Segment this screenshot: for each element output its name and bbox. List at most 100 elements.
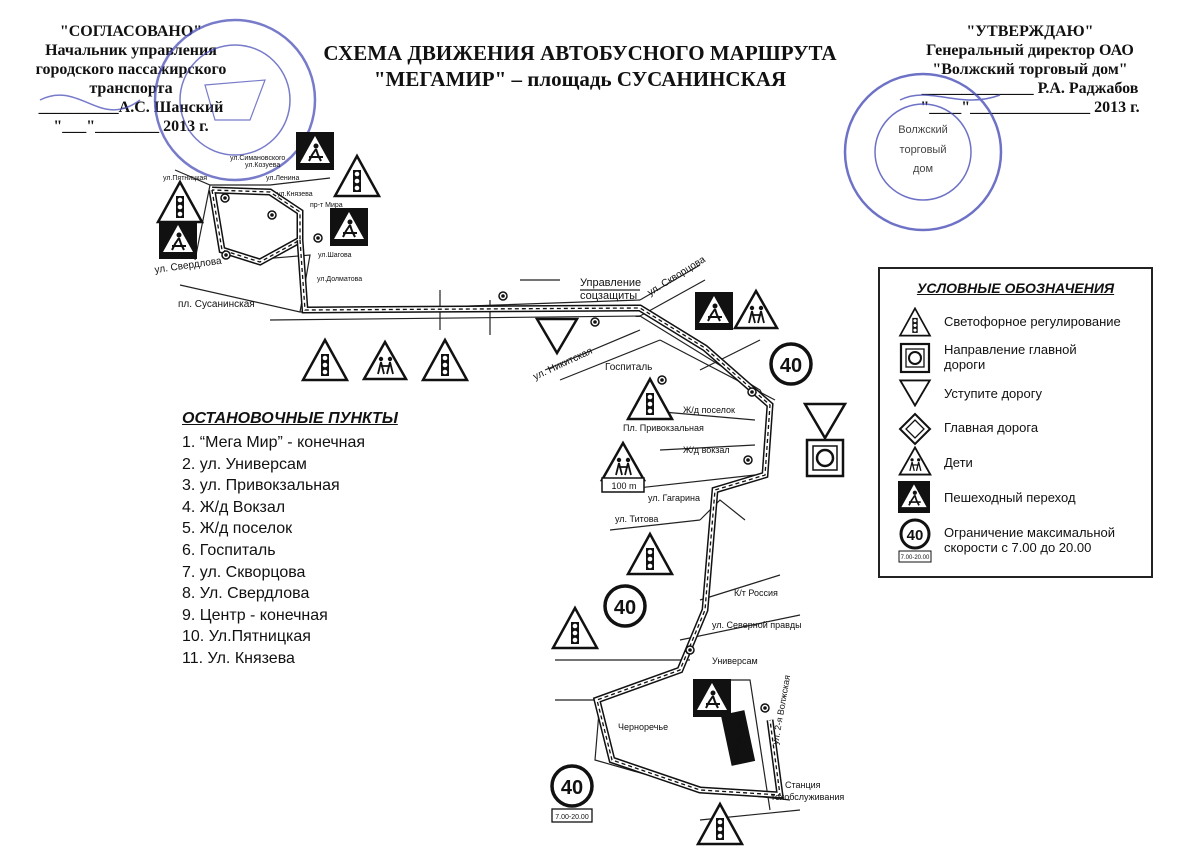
stop-item: 10. Ул.Пятницкая xyxy=(182,628,311,646)
approval-left-line3: транспорта xyxy=(89,80,173,97)
street-label: ул.Козуева xyxy=(245,162,280,169)
children-sign-with-plate: 100 m xyxy=(600,441,646,493)
stamp-right-word3: дом xyxy=(913,163,933,175)
children-sign-icon xyxy=(733,289,779,330)
pedestrian-crossing-sign-icon xyxy=(694,291,734,331)
street-label: соцзащиты xyxy=(580,290,637,302)
approval-right: "УТВЕРЖДАЮ" Генеральный директор ОАО "Во… xyxy=(880,22,1180,117)
yield-sign-icon xyxy=(535,317,579,355)
speed-limit-sign-icon: 40 xyxy=(603,584,647,628)
approval-right-date: "____"_______________ 2013 г. xyxy=(920,99,1140,116)
approval-left-sign: __________А.С. Шанский xyxy=(38,99,224,116)
stamp-right-word1: Волжский xyxy=(898,124,948,136)
main-road-direction-icon xyxy=(805,438,845,478)
stop-item: 3. ул. Привокзальная xyxy=(182,477,340,495)
pedestrian-crossing-sign-icon xyxy=(158,220,198,260)
stops-list: ОСТАНОВОЧНЫЕ ПУНКТЫ 1. “Мега Мир” - коне… xyxy=(182,410,442,670)
traffic-light-sign-icon xyxy=(301,338,349,382)
stops-heading: ОСТАНОВОЧНЫЕ ПУНКТЫ xyxy=(182,410,398,427)
speed-limit-sign-with-plate: 40 7.00-20.00 xyxy=(550,764,594,823)
legend-text: Светофорное регулирование xyxy=(944,314,1121,329)
stop-marker xyxy=(685,645,695,655)
speed-value: 40 xyxy=(614,597,636,619)
pedestrian-crossing-sign-icon xyxy=(898,481,930,513)
approval-left-heading: "СОГЛАСОВАНО" xyxy=(59,23,203,40)
map-title: СХЕМА ДВИЖЕНИЯ АВТОБУСНОГО МАРШРУТА "МЕГ… xyxy=(285,40,875,92)
street-label: ул.Ленина xyxy=(266,175,300,182)
speed-limit-sign-icon: 40 7.00-20.00 xyxy=(898,518,932,563)
street-label: Универсам xyxy=(712,656,758,666)
approval-right-line2: "Волжский торговый дом" xyxy=(932,61,1128,78)
stop-marker xyxy=(590,317,600,327)
stop-marker xyxy=(657,375,667,385)
stop-item: 6. Госпиталь xyxy=(182,541,276,559)
approval-right-line1: Генеральный директор ОАО xyxy=(926,42,1134,59)
legend-heading: УСЛОВНЫЕ ОБОЗНАЧЕНИЯ xyxy=(916,280,1115,296)
approval-left-date: "___"________ 2013 г. xyxy=(53,118,209,135)
plate-text: 100 m xyxy=(611,481,636,491)
street-label: ул. Никитская xyxy=(532,346,595,383)
street-label: Станция xyxy=(785,780,821,790)
speed-value: 40 xyxy=(780,355,802,377)
street-label: Ж/д вокзал xyxy=(683,445,730,455)
stop-item: 11. Ул. Князева xyxy=(182,649,295,667)
stop-item: 8. Ул. Свердлова xyxy=(182,585,310,603)
traffic-light-sign-icon xyxy=(421,338,469,382)
street-label: Черноречье xyxy=(618,722,668,732)
street-label: техобслуживания xyxy=(771,792,844,802)
street-label: ул.Князева xyxy=(277,191,313,198)
pedestrian-crossing-sign-icon xyxy=(329,207,369,247)
stop-marker xyxy=(760,703,770,713)
children-sign-icon xyxy=(362,340,408,381)
street-label: Госпиталь xyxy=(605,362,652,373)
speed-time: 7.00-20.00 xyxy=(555,814,589,821)
megamir-building: МЕГАМИР xyxy=(720,710,756,766)
legend-text: Дети xyxy=(944,455,973,470)
street-label: ул.Долматова xyxy=(317,276,362,283)
stop-marker xyxy=(220,193,230,203)
traffic-light-sign-icon xyxy=(551,606,599,650)
approval-left-line2: городского пассажирского xyxy=(35,61,227,78)
stop-item: 4. Ж/д Вокзал xyxy=(182,498,286,516)
legend-text: Уступите дорогу xyxy=(944,386,1042,401)
street-label: ул.Пятницкая xyxy=(163,175,207,182)
legend-text: Пешеходный переход xyxy=(944,490,1076,505)
street-label: Управление xyxy=(580,277,641,289)
traffic-light-sign-icon xyxy=(156,180,204,224)
legend-box: УСЛОВНЫЕ ОБОЗНАЧЕНИЯ Светофорное регулир… xyxy=(878,267,1153,578)
legend-speed-time: 7.00-20.00 xyxy=(901,555,930,561)
yield-sign-icon xyxy=(899,379,931,407)
traffic-light-sign-icon xyxy=(626,377,674,421)
stamp-right-word2: торговый xyxy=(900,144,947,156)
speed-value: 40 xyxy=(561,777,583,799)
main-road-sign-icon xyxy=(898,412,932,446)
approval-right-sign: ______________ Р.А. Раджабов xyxy=(921,80,1139,97)
speed-limit-sign-icon: 40 xyxy=(769,342,813,386)
pedestrian-crossing-sign-icon xyxy=(295,131,335,171)
street-label: ул. Титова xyxy=(615,514,658,524)
stop-item: 2. ул. Универсам xyxy=(182,455,307,473)
stop-item: 5. Ж/д поселок xyxy=(182,520,293,538)
traffic-light-sign-icon xyxy=(626,532,674,576)
bus-route xyxy=(208,186,785,799)
street-label: Пл. Привокзальная xyxy=(623,423,704,433)
pedestrian-crossing-sign-icon xyxy=(692,678,732,718)
street-label: ул. Гагарина xyxy=(648,493,700,503)
title-line2: "МЕГАМИР" – площадь СУСАНИНСКАЯ xyxy=(373,67,787,91)
traffic-light-sign-icon xyxy=(333,154,381,198)
yield-sign-icon xyxy=(803,402,847,440)
approval-left: "СОГЛАСОВАНО" Начальник управления город… xyxy=(0,22,262,136)
street-label: ул. Северной правды xyxy=(712,620,802,630)
children-sign-icon xyxy=(898,446,932,476)
title-line1: СХЕМА ДВИЖЕНИЯ АВТОБУСНОГО МАРШРУТА xyxy=(323,41,837,65)
approval-right-heading: "УТВЕРЖДАЮ" xyxy=(966,23,1094,40)
stop-marker xyxy=(313,233,323,243)
street-label: пр-т Мира xyxy=(310,202,343,209)
street-label: ул. Скворцова xyxy=(646,254,708,299)
approval-left-line1: Начальник управления xyxy=(45,42,217,59)
legend-text: Направление главной дороги xyxy=(944,342,1077,372)
legend-speed-value: 40 xyxy=(907,527,924,544)
stop-marker xyxy=(498,291,508,301)
stop-marker xyxy=(743,455,753,465)
